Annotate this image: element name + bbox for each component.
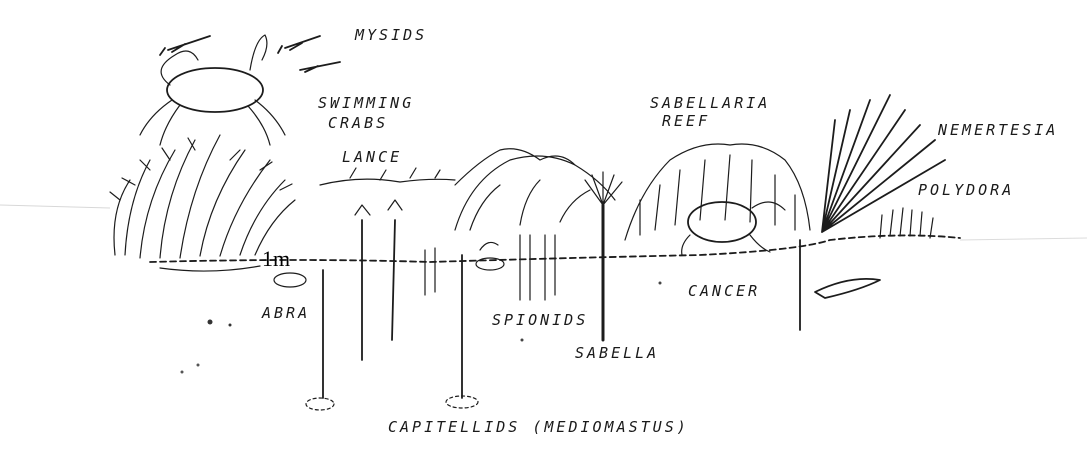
left-seaweed-clump	[110, 135, 295, 258]
polydora-tufts	[880, 208, 933, 238]
middle-seaweed-mound	[455, 156, 615, 230]
label-swimming-crab-line1: SWIMMING	[318, 94, 414, 112]
sabella-fan-worm	[585, 172, 622, 340]
label-abra: ABRA	[261, 304, 310, 322]
label-cancer: CANCER	[688, 282, 760, 300]
nemertesia-hydroid	[800, 95, 945, 330]
cancer-crab-drawing	[682, 202, 785, 255]
label-nemertesia: NEMERTESIA	[937, 121, 1058, 139]
label-lance: LANCE	[342, 148, 402, 166]
sabellaria-reef	[625, 144, 810, 240]
label-polydora: POLYDORA	[918, 181, 1014, 199]
label-capitellids: CAPITELLIDS (MEDIOMASTUS)	[388, 418, 689, 436]
label-spionids: SPIONIDS	[492, 311, 588, 329]
label-swimming-crab-line2: CRABS	[328, 114, 388, 132]
label-sabellaria-line1: SABELLARIA	[650, 94, 770, 112]
burrow-tubes	[274, 200, 555, 410]
label-mysids: MYSIDS	[354, 26, 427, 44]
burrowing-worm	[815, 279, 880, 298]
label-sabella: SABELLA	[575, 344, 659, 362]
label-sabellaria-line2: REEF	[662, 112, 710, 130]
scale-label-1m: 1m	[262, 246, 290, 271]
